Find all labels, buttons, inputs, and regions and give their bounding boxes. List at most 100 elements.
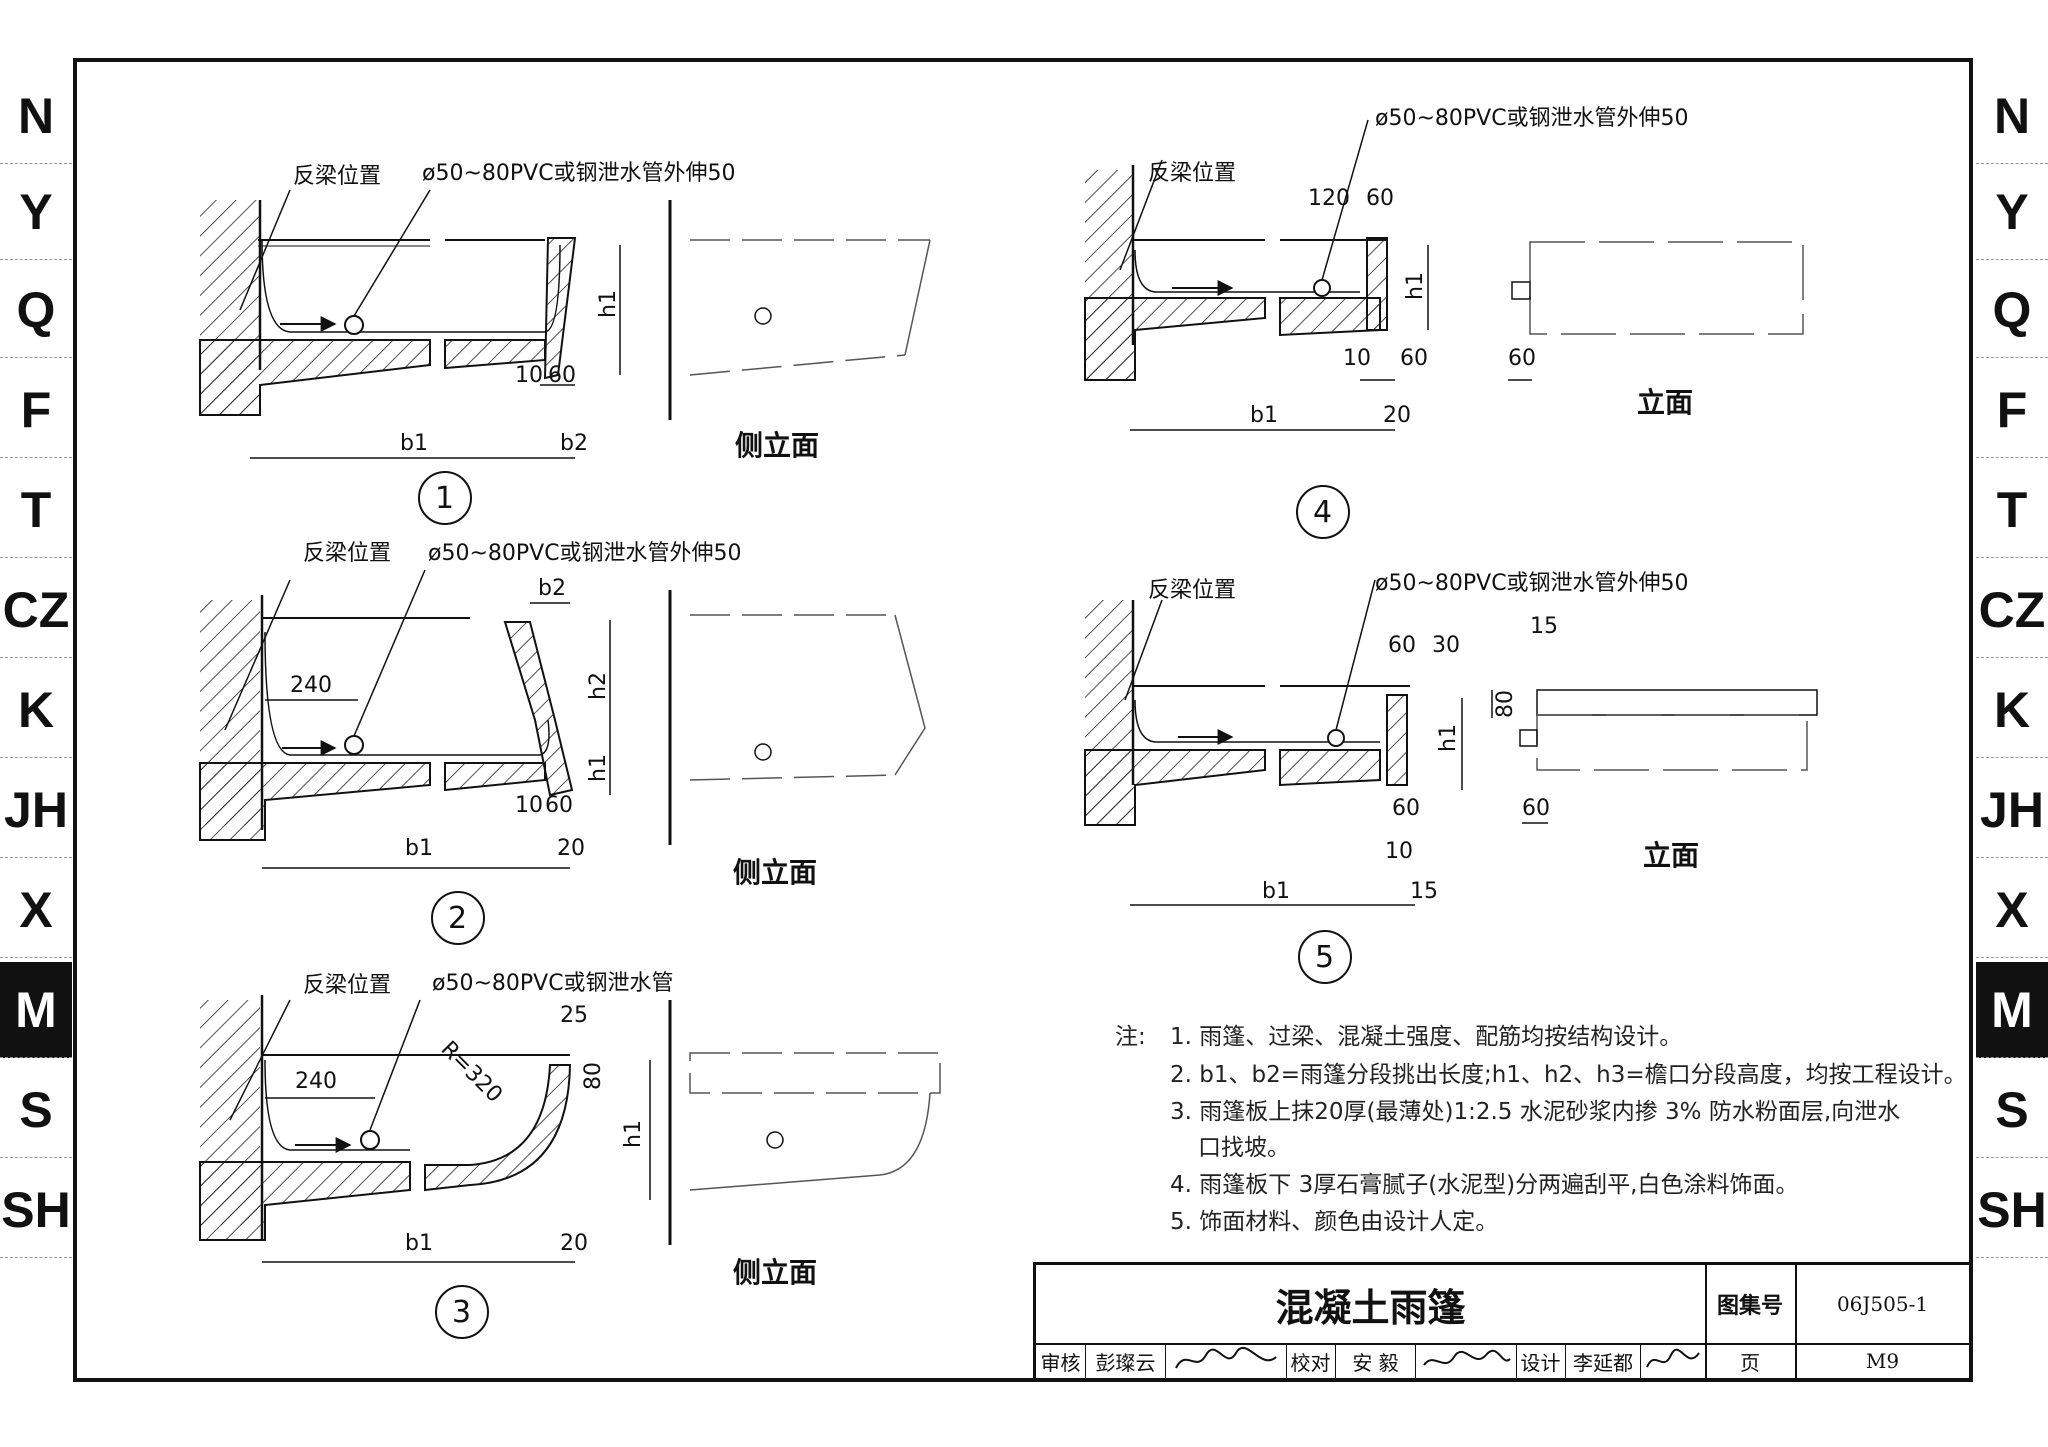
dim-b1: b1 <box>405 836 433 861</box>
tab-SH[interactable]: SH <box>0 1162 72 1258</box>
note-1: 1. 雨篷、过梁、混凝土强度、配筋均按结构设计。 <box>1170 1024 1683 1050</box>
note-2: 2. b1、b2=雨篷分段挑出长度;h1、h2、h3=檐口分段高度，均按工程设计… <box>1170 1062 1967 1088</box>
tab-M[interactable]: M <box>0 962 72 1058</box>
dim-60: 60 <box>1366 186 1394 211</box>
dim-b1: b1 <box>1250 403 1278 428</box>
dim-240: 240 <box>295 1069 337 1094</box>
dim-120: 120 <box>1308 186 1350 211</box>
dim-h1: h1 <box>1436 724 1461 752</box>
reviewer-signature <box>1166 1343 1287 1379</box>
beam-position-label: 反梁位置 <box>293 164 381 189</box>
reviewer-name: 彭璨云 <box>1086 1343 1166 1379</box>
tab-T[interactable]: T <box>1976 462 2048 558</box>
detail-number-2: 2 <box>448 901 467 936</box>
tab-Y[interactable]: Y <box>0 164 72 260</box>
atlas-label: 图集号 <box>1716 1293 1783 1319</box>
note-5: 5. 饰面材料、颜色由设计人定。 <box>1170 1209 1499 1235</box>
detail-number-5: 5 <box>1315 940 1334 975</box>
note-3: 3. 雨篷板上抹20厚(最薄处)1:2.5 水泥砂浆内掺 3% 防水粉面层,向泄… <box>1170 1099 1901 1125</box>
dim-20: 20 <box>1383 403 1411 428</box>
dim-20: 20 <box>557 836 585 861</box>
drawing-title: 混凝土雨篷 <box>1275 1284 1466 1330</box>
side-elevation-label: 侧立面 <box>733 1256 817 1289</box>
dim-60: 60 <box>1522 796 1550 821</box>
dim-10: 10 <box>515 363 543 388</box>
dim-h1: h1 <box>586 754 611 782</box>
detail-number-3: 3 <box>452 1295 471 1330</box>
dim-60: 60 <box>1508 346 1536 371</box>
notes-prefix: 注: <box>1115 1024 1146 1050</box>
tab-JH[interactable]: JH <box>1976 762 2048 858</box>
detail-3 <box>199 995 941 1339</box>
tab-CZ[interactable]: CZ <box>1976 562 2048 658</box>
dim-60: 60 <box>1400 346 1428 371</box>
tab-S[interactable]: S <box>1976 1062 2048 1158</box>
detail-4 <box>1084 119 1804 539</box>
dim-80: 80 <box>1493 690 1518 718</box>
pipe-note: ø50~80PVC或钢泄水管 <box>432 971 674 996</box>
dim-h1: h1 <box>1403 272 1428 300</box>
tab-K[interactable]: K <box>1976 662 2048 758</box>
tab-T[interactable]: T <box>0 462 72 558</box>
pipe-note: ø50~80PVC或钢泄水管外伸50 <box>422 161 736 186</box>
dim-10: 10 <box>515 793 543 818</box>
detail-2 <box>199 569 926 945</box>
beam-position-label: 反梁位置 <box>303 541 391 566</box>
pipe-note: ø50~80PVC或钢泄水管外伸50 <box>1375 106 1689 131</box>
page-number: M9 <box>1865 1349 1900 1373</box>
detail-number-4: 4 <box>1313 495 1332 530</box>
tab-JH[interactable]: JH <box>0 762 72 858</box>
atlas-number: 06J505-1 <box>1836 1292 1929 1316</box>
tab-X[interactable]: X <box>1976 862 2048 958</box>
beam-position-label: 反梁位置 <box>303 973 391 998</box>
checker-name: 安 毅 <box>1336 1343 1416 1379</box>
pipe-note: ø50~80PVC或钢泄水管外伸50 <box>1375 571 1689 596</box>
title-block: 混凝土雨篷 图集号 06J505-1 页 M9 审核 彭璨云 校对 安 毅 设计… <box>1033 1262 1973 1382</box>
tab-K[interactable]: K <box>0 662 72 758</box>
approval-row: 审核 彭璨云 校对 安 毅 设计 李延都 <box>1036 1343 1705 1379</box>
dim-10: 10 <box>1343 346 1371 371</box>
beam-position-label: 反梁位置 <box>1148 578 1236 603</box>
dim-h2: h2 <box>586 672 611 700</box>
designer-signature <box>1641 1343 1705 1379</box>
tab-Q[interactable]: Q <box>0 262 72 358</box>
drawing-labels: 反梁位置 ø50~80PVC或钢泄水管外伸50 h1 10 60 b1 b2 侧… <box>290 106 1699 1330</box>
tab-M[interactable]: M <box>1976 962 2048 1058</box>
tab-Y[interactable]: Y <box>1976 164 2048 260</box>
note-3-cont: 口找坡。 <box>1198 1135 1290 1161</box>
dim-25: 25 <box>560 1003 588 1028</box>
tab-SH[interactable]: SH <box>1976 1162 2048 1258</box>
tab-Q[interactable]: Q <box>1976 262 2048 358</box>
radius-320: R=320 <box>436 1037 507 1108</box>
dim-15: 15 <box>1530 614 1558 639</box>
check-label: 校对 <box>1286 1343 1336 1379</box>
dim-60: 60 <box>1388 633 1416 658</box>
dim-h1: h1 <box>596 290 621 318</box>
dim-b1: b1 <box>1262 879 1290 904</box>
drawing-frame <box>73 58 1973 1382</box>
dim-b2: b2 <box>560 431 588 456</box>
dim-10: 10 <box>1385 839 1413 864</box>
dim-30: 30 <box>1432 633 1460 658</box>
tab-N[interactable]: N <box>0 68 72 164</box>
pipe-note: ø50~80PVC或钢泄水管外伸50 <box>428 541 742 566</box>
tab-F[interactable]: F <box>1976 362 2048 458</box>
dim-b2: b2 <box>538 576 566 601</box>
note-4: 4. 雨篷板下 3厚石膏腻子(水泥型)分两遍刮平,白色涂料饰面。 <box>1170 1172 1799 1198</box>
tab-X[interactable]: X <box>0 862 72 958</box>
dim-20: 20 <box>560 1231 588 1256</box>
dim-80: 80 <box>581 1062 606 1090</box>
dim-240: 240 <box>290 673 332 698</box>
tab-S[interactable]: S <box>0 1062 72 1158</box>
design-label: 设计 <box>1516 1343 1566 1379</box>
tab-N[interactable]: N <box>1976 68 2048 164</box>
side-elevation-label: 侧立面 <box>733 856 817 889</box>
page-label: 页 <box>1740 1350 1760 1375</box>
designer-name: 李延都 <box>1566 1343 1641 1379</box>
review-label: 审核 <box>1036 1343 1086 1379</box>
detail-number-1: 1 <box>435 481 454 516</box>
tab-CZ[interactable]: CZ <box>0 562 72 658</box>
dim-60: 60 <box>1392 796 1420 821</box>
tab-F[interactable]: F <box>0 362 72 458</box>
